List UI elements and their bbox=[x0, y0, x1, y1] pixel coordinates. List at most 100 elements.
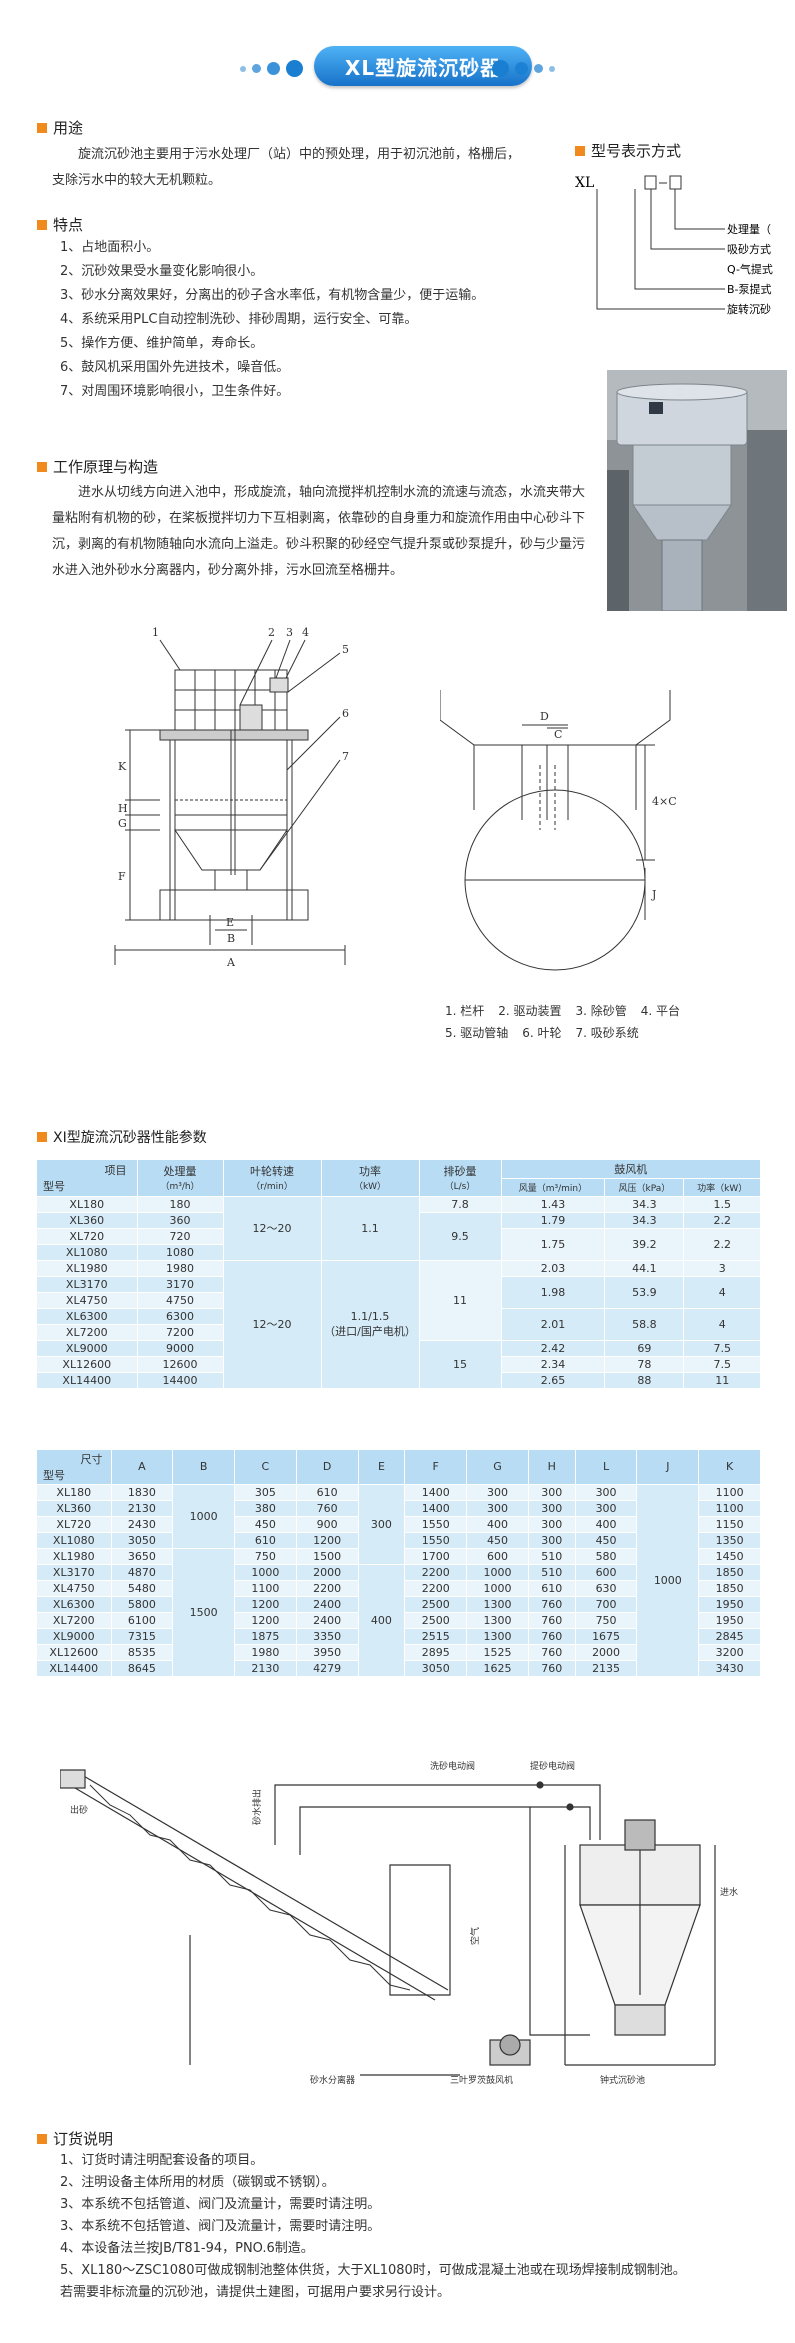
table-cell: 1500 bbox=[172, 1548, 235, 1677]
table-cell: XL720 bbox=[37, 1516, 112, 1533]
table-cell: 1000 bbox=[466, 1580, 529, 1597]
order-item: 3、本系统不包括管道、阀门及流量计，需要时请注明。 bbox=[60, 2219, 381, 2234]
dim-label-e: E bbox=[226, 916, 234, 929]
principle-text: 进水从切线方向进入池中，形成旋流，轴向流搅拌机控制水流的流速与流态，水流夹带大量… bbox=[52, 485, 586, 578]
dim-label-a: A bbox=[226, 956, 236, 969]
notation-line-2: 吸砂方式 bbox=[727, 242, 771, 256]
table-cell: 580 bbox=[575, 1548, 638, 1565]
table-cell: 1200 bbox=[234, 1612, 297, 1629]
table-cell: 3350 bbox=[296, 1628, 359, 1645]
col-e: E bbox=[358, 1450, 406, 1485]
label-blower: 三叶罗茨鼓风机 bbox=[450, 2074, 513, 2085]
table-cell: 2515 bbox=[404, 1628, 468, 1645]
orange-marker-icon bbox=[37, 1132, 47, 1142]
notation-line-3: Q-气提式 bbox=[727, 262, 773, 276]
table-cell: 1300 bbox=[466, 1596, 529, 1613]
table-cell: 1830 bbox=[111, 1484, 174, 1501]
col-a: A bbox=[111, 1450, 174, 1485]
table-cell: 3050 bbox=[111, 1532, 174, 1549]
order-item: 若需要非标流量的沉砂池，请提供土建图，可据用户要求另行设计。 bbox=[60, 2285, 451, 2300]
table-cell: 300 bbox=[528, 1484, 576, 1501]
table-cell: 2400 bbox=[296, 1596, 359, 1613]
table-cell: 450 bbox=[234, 1516, 297, 1533]
dim-label-g: G bbox=[118, 817, 127, 830]
table-cell: 3200 bbox=[698, 1644, 761, 1661]
table-cell: 2200 bbox=[404, 1580, 468, 1597]
features-list: 1、占地面积小。 2、沉砂效果受水量变化影响很小。 3、砂水分离效果好，分离出的… bbox=[60, 236, 484, 404]
table-cell: 3430 bbox=[698, 1660, 761, 1677]
table-cell: 2845 bbox=[698, 1628, 761, 1645]
col-airflow: 风量（m³/min） bbox=[501, 1178, 606, 1197]
table-cell: XL1980 bbox=[37, 1548, 112, 1565]
feature-item: 5、操作方便、维护简单，寿命长。 bbox=[60, 336, 264, 351]
table-cell: 1980 bbox=[234, 1644, 297, 1661]
table-cell: 610 bbox=[528, 1580, 576, 1597]
table-cell: XL9000 bbox=[37, 1628, 112, 1645]
orange-marker-icon bbox=[37, 219, 47, 230]
table-cell: XL14400 bbox=[37, 1660, 112, 1677]
order-heading: 订货说明 bbox=[37, 2128, 113, 2149]
table-cell: 4279 bbox=[296, 1660, 359, 1677]
model-notation-diagram: XL 处理量（ 吸砂方式 Q-气提式 B-泵提式 旋转沉砂 bbox=[575, 175, 773, 316]
table-cell: 610 bbox=[234, 1532, 297, 1549]
col-blower-power: 功率（kW） bbox=[683, 1178, 761, 1197]
dim-label-b: B bbox=[227, 932, 235, 945]
legend-item: 3. 除砂管 bbox=[575, 1004, 627, 1018]
table-cell: 1100 bbox=[698, 1484, 761, 1501]
table-cell: 2400 bbox=[296, 1612, 359, 1629]
table-cell: 300 bbox=[528, 1516, 576, 1533]
col-blower: 鼓风机 bbox=[501, 1160, 761, 1179]
diagram-label-4: 4 bbox=[302, 626, 309, 639]
feature-item: 4、系统采用PLC自动控制洗砂、排砂周期，运行安全、可靠。 bbox=[60, 312, 418, 327]
table-cell: 380 bbox=[234, 1500, 297, 1517]
dim-label-f: F bbox=[118, 870, 126, 883]
feature-item: 7、对周围环境影响很小，卫生条件好。 bbox=[60, 384, 290, 399]
table-cell: 750 bbox=[575, 1612, 638, 1629]
plan-dim-4c: 4×C bbox=[652, 795, 677, 808]
label-separator: 砂水分离器 bbox=[310, 2074, 355, 2085]
grit-chamber-photo-illustration bbox=[607, 370, 787, 611]
table-cell: 2200 bbox=[404, 1564, 468, 1581]
table-cell: XL7200 bbox=[37, 1612, 112, 1629]
right-dots-decoration bbox=[492, 60, 555, 77]
table-cell: 510 bbox=[528, 1548, 576, 1565]
col-sand: 排砂量（L/s） bbox=[419, 1160, 502, 1197]
table-cell: 300 bbox=[575, 1484, 638, 1501]
table-cell: 1100 bbox=[234, 1580, 297, 1597]
label-air: 空气 bbox=[469, 1927, 481, 1945]
table-cell: 3950 bbox=[296, 1644, 359, 1661]
table-cell: 1400 bbox=[404, 1484, 468, 1501]
table-cell: 1550 bbox=[404, 1516, 468, 1533]
diagram-label-6: 6 bbox=[342, 707, 349, 720]
col-d: D bbox=[296, 1450, 359, 1485]
equipment-photo bbox=[607, 370, 787, 611]
col-capacity: 处理量（m³/h） bbox=[137, 1160, 224, 1197]
label-sand-out: 出砂 bbox=[70, 1804, 88, 1816]
table-cell: 630 bbox=[575, 1580, 638, 1597]
table-cell: 750 bbox=[234, 1548, 297, 1565]
table-cell: 4870 bbox=[111, 1564, 174, 1581]
plan-diagram: D C 4×C J bbox=[440, 690, 677, 971]
label-sand-water: 砂水排出 bbox=[251, 1789, 263, 1825]
table-cell: 2200 bbox=[296, 1580, 359, 1597]
table-cell: 300 bbox=[358, 1484, 406, 1565]
table-cell: 1550 bbox=[404, 1532, 468, 1549]
principle-heading: 工作原理与构造 bbox=[37, 456, 158, 477]
table-cell: 1000 bbox=[466, 1564, 529, 1581]
legend-item: 2. 驱动装置 bbox=[498, 1004, 562, 1018]
table-cell: 2895 bbox=[404, 1644, 468, 1661]
table-cell: 8535 bbox=[111, 1644, 174, 1661]
col-pressure: 风压（kPa） bbox=[604, 1178, 685, 1197]
